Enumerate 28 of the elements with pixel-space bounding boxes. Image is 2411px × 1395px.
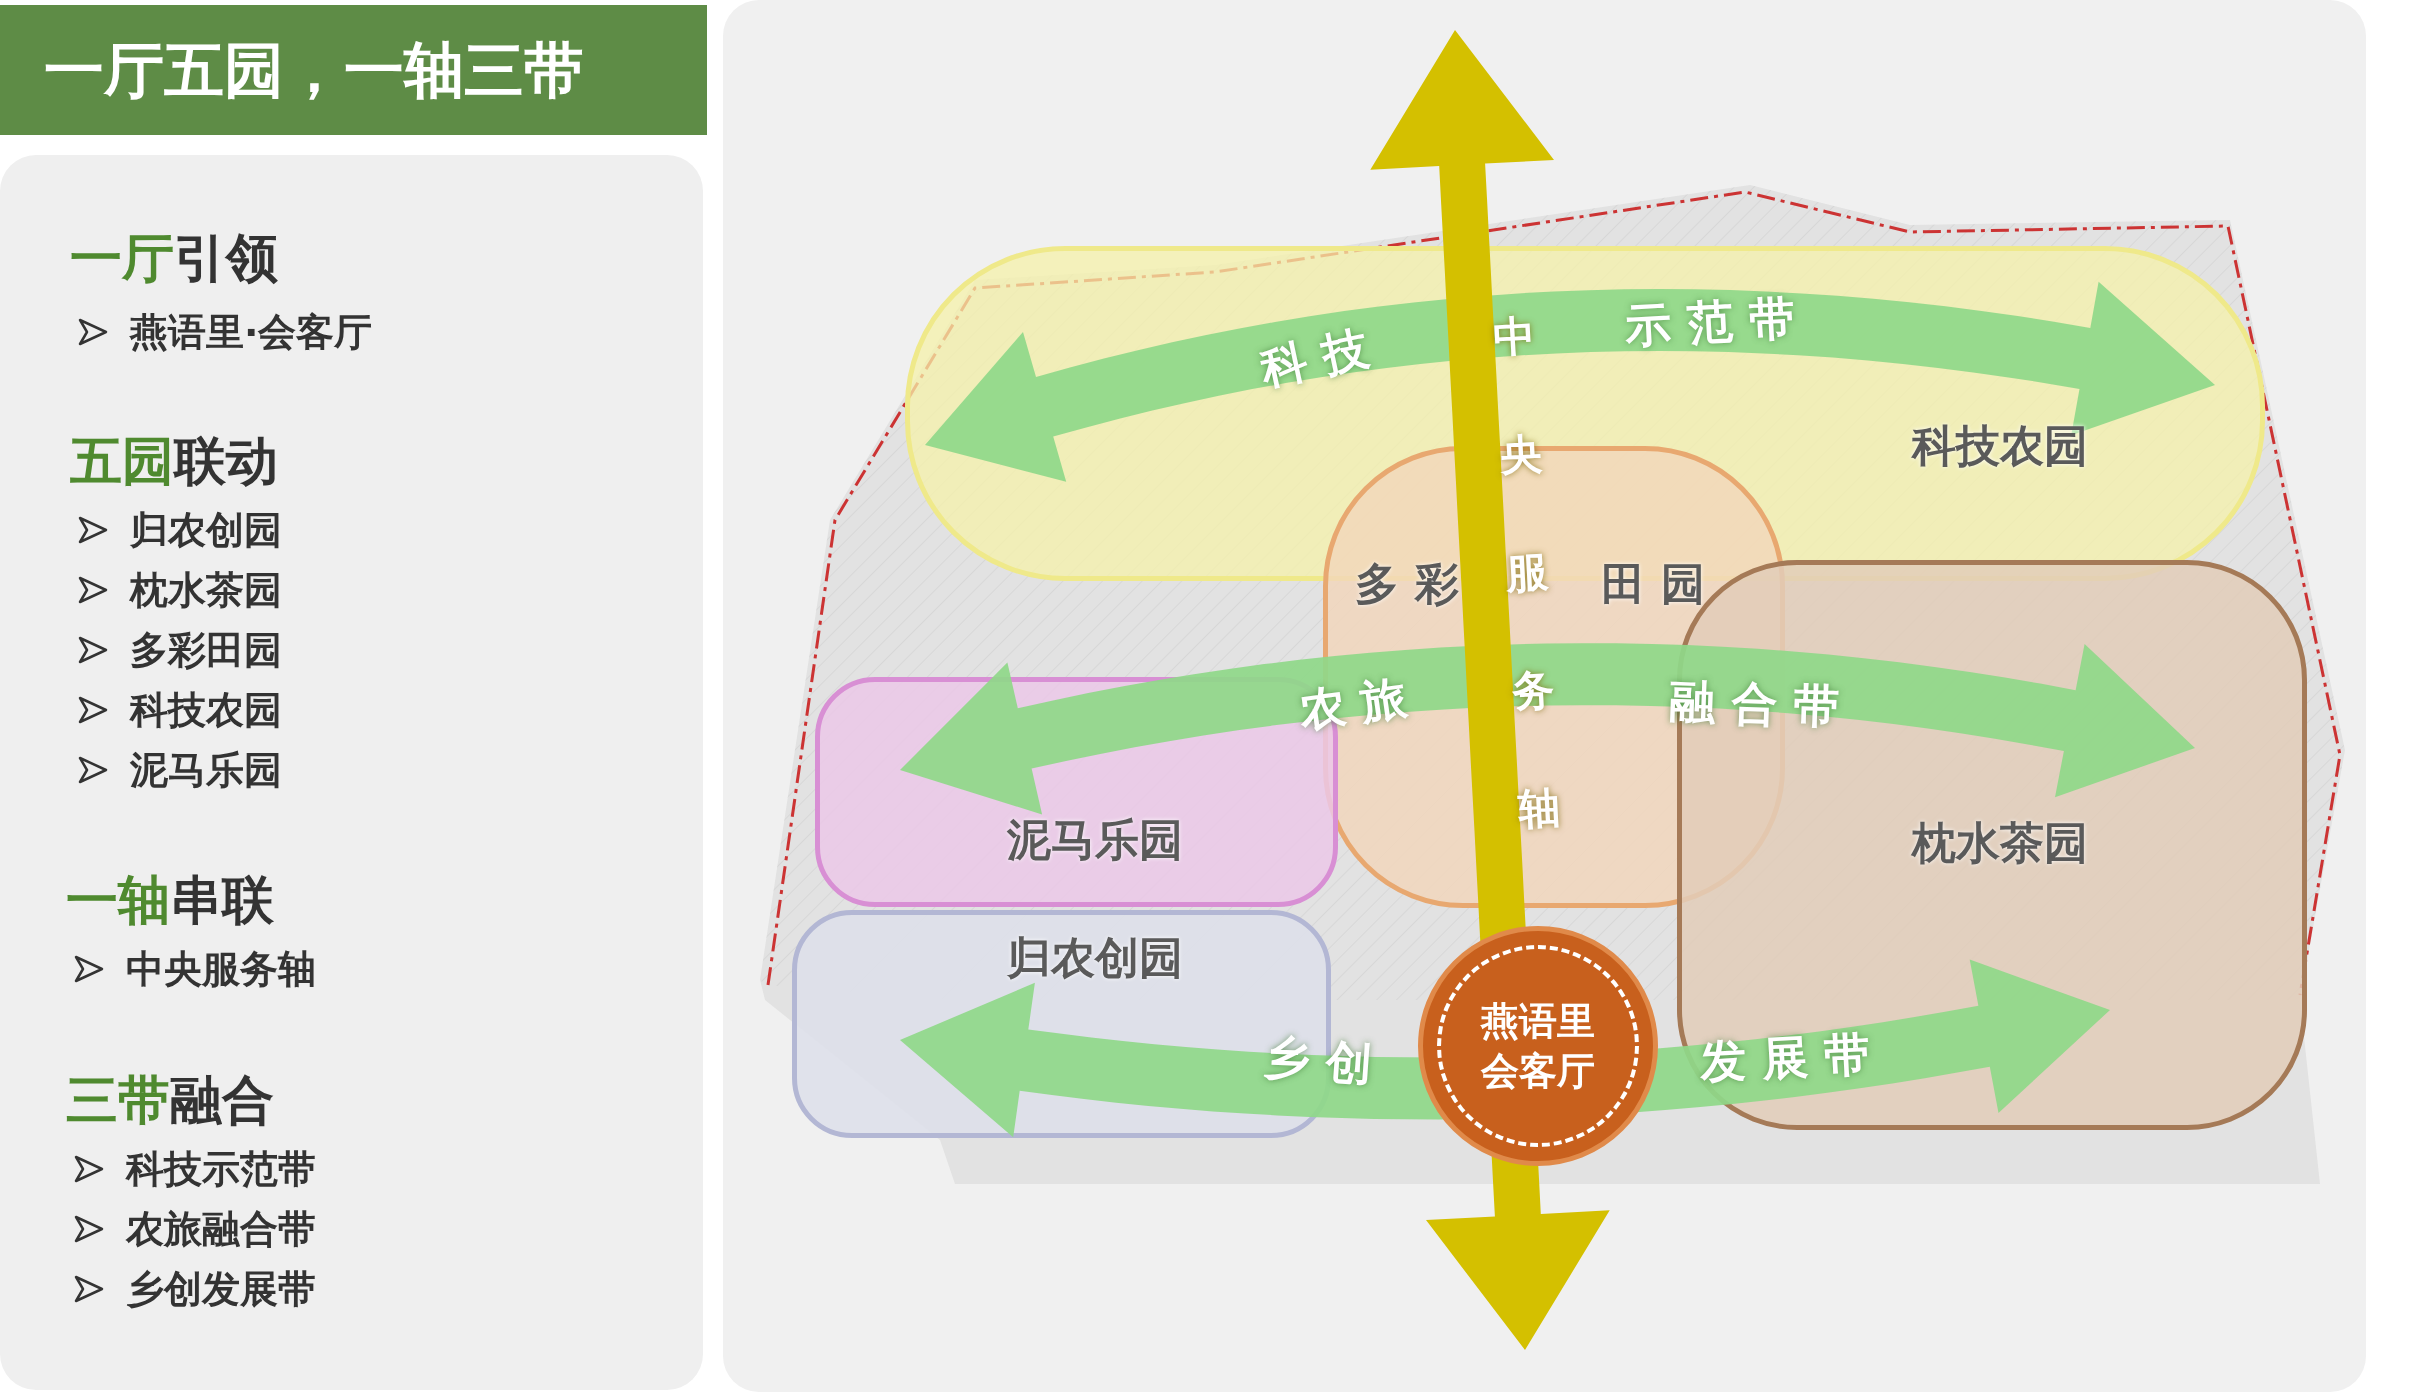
band-label: 乡 创	[1262, 1033, 1374, 1087]
bullet-item: 科技农园	[130, 691, 282, 729]
section-heading: 一厅引领	[70, 232, 278, 284]
zone-name: 枕水茶园	[1912, 821, 2088, 865]
zone-name: 泥马乐园	[1007, 818, 1183, 862]
bullet-item: 多彩田园	[130, 631, 282, 669]
zone-name: 科技农园	[1912, 424, 2088, 468]
bullet-item: 乡创发展带	[126, 1270, 316, 1308]
bullet-item: 枕水茶园	[130, 571, 282, 609]
zone-name: 多 彩	[1355, 562, 1459, 606]
axis-label: 中央服务轴	[1491, 310, 1563, 836]
zone-name: 田 园	[1601, 562, 1705, 606]
bullet-item: 科技示范带	[126, 1150, 316, 1188]
bullet-item: 泥马乐园	[130, 751, 282, 789]
section-heading: 一轴串联	[66, 874, 274, 926]
band-label: 示 范 带	[1623, 294, 1797, 350]
band-label: 发 展 带	[1698, 1030, 1872, 1086]
zone-name: 燕语里会客厅	[1479, 998, 1596, 1095]
bullet-item: 归农创园	[130, 511, 282, 549]
section-heading: 五园联动	[70, 435, 278, 487]
band-label: 农 旅	[1296, 673, 1410, 735]
bullet-item: 燕语里·会客厅	[130, 313, 373, 351]
bullet-item: 中央服务轴	[126, 950, 316, 988]
bullet-item: 农旅融合带	[126, 1210, 316, 1248]
section-heading: 三带融合	[66, 1074, 274, 1126]
band-label: 科 技	[1257, 324, 1373, 392]
zone-name: 归农创园	[1007, 936, 1183, 980]
title-banner: 一厅五园，一轴三带	[0, 5, 707, 135]
